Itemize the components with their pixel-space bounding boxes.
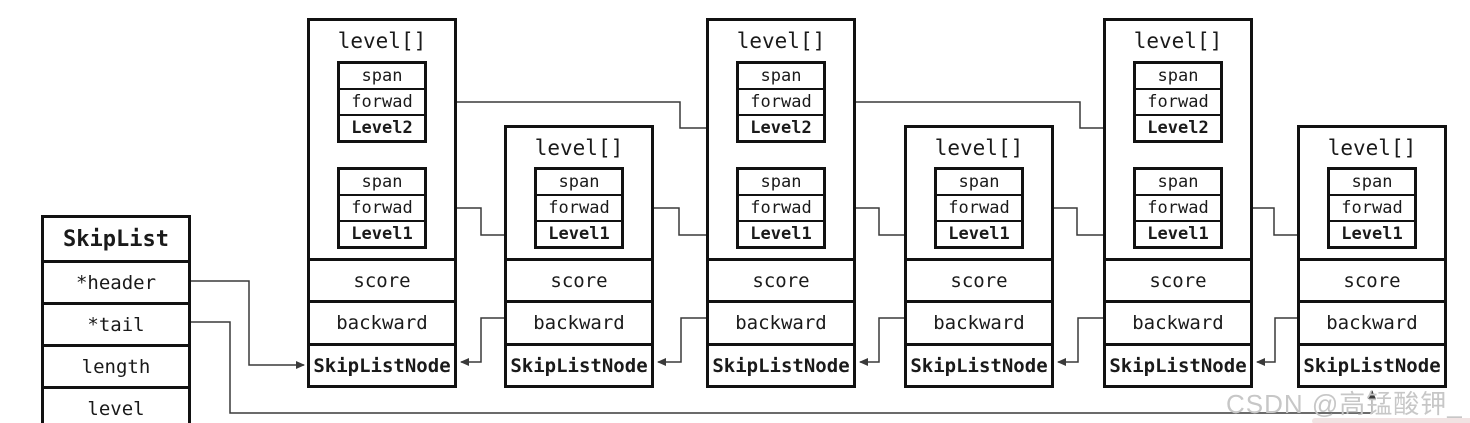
- forward-pointer-cell: forwad: [937, 194, 1021, 220]
- score-field: score: [1106, 258, 1250, 300]
- span-cell: span: [361, 66, 403, 86]
- span-cell: span: [558, 172, 600, 192]
- backward-field: backward: [1106, 300, 1250, 343]
- level-label-cell: Level1: [340, 220, 424, 246]
- watermark-text: CSDN @高锰酸钾_: [1226, 389, 1463, 419]
- skiplist-field-level: level: [44, 386, 188, 423]
- level-label-cell: Level2: [739, 114, 823, 140]
- span-cell: span: [1157, 172, 1199, 192]
- level-label-cell: Level2: [340, 114, 424, 140]
- skiplistnode-label: SkipListNode: [1300, 343, 1444, 385]
- level-label-cell: Level1: [537, 220, 621, 246]
- forward-pointer-cell: forwad: [537, 194, 621, 220]
- level-label-cell: Level2: [1136, 114, 1220, 140]
- span-cell: span: [958, 172, 1000, 192]
- node-title: level[]: [1133, 29, 1223, 53]
- forward-pointer-cell: forwad: [1330, 194, 1414, 220]
- span-cell: span: [1351, 172, 1393, 192]
- span-cell: span: [760, 172, 802, 192]
- backward-field: backward: [907, 300, 1051, 343]
- skiplistnode-label: SkipListNode: [1106, 343, 1250, 385]
- score-field: score: [709, 258, 853, 300]
- forward-pointer-cell: forwad: [1136, 194, 1220, 220]
- forward-pointer-cell: forwad: [340, 88, 424, 114]
- span-cell: span: [361, 172, 403, 192]
- span-cell: span: [1157, 66, 1199, 86]
- skiplist-struct-box: SkipList *header *tail length level: [41, 215, 191, 423]
- level-label-cell: Level1: [1136, 220, 1220, 246]
- skiplistnode-label: SkipListNode: [310, 343, 454, 385]
- skiplist-field-header: *header: [44, 260, 188, 302]
- skiplistnode-label: SkipListNode: [907, 343, 1051, 385]
- skiplistnode-label: SkipListNode: [709, 343, 853, 385]
- backward-field: backward: [507, 300, 651, 343]
- forward-pointer-cell: forwad: [739, 194, 823, 220]
- bottom-right-bar: [1312, 418, 1470, 423]
- node-title: level[]: [1327, 136, 1417, 160]
- backward-arrow-n3-n2: [657, 317, 707, 366]
- node-title: level[]: [736, 29, 826, 53]
- span-cell: span: [760, 66, 802, 86]
- skiplist-field-tail: *tail: [44, 302, 188, 344]
- skiplist-title: SkipList: [63, 226, 169, 252]
- forward-pointer-cell: forwad: [739, 88, 823, 114]
- backward-field: backward: [310, 300, 454, 343]
- backward-arrow-n6-n5: [1256, 317, 1298, 366]
- skiplist-field-length: length: [44, 344, 188, 386]
- node-title: level[]: [534, 136, 624, 160]
- backward-arrow-n4-n3: [859, 317, 905, 366]
- level-label-cell: Level1: [739, 220, 823, 246]
- skiplistnode-label: SkipListNode: [507, 343, 651, 385]
- score-field: score: [507, 258, 651, 300]
- score-field: score: [907, 258, 1051, 300]
- backward-field: backward: [1300, 300, 1444, 343]
- forward-pointer-cell: forwad: [1136, 88, 1220, 114]
- node-title: level[]: [934, 136, 1024, 160]
- forward-pointer-cell: forwad: [340, 194, 424, 220]
- level-label-cell: Level1: [937, 220, 1021, 246]
- backward-arrow-n5-n4: [1057, 317, 1104, 366]
- backward-field: backward: [709, 300, 853, 343]
- level-label-cell: Level1: [1330, 220, 1414, 246]
- backward-arrow-n2-n1: [460, 317, 505, 366]
- score-field: score: [310, 258, 454, 300]
- score-field: score: [1300, 258, 1444, 300]
- header-pointer-arrow: [190, 280, 305, 369]
- node-title: level[]: [337, 29, 427, 53]
